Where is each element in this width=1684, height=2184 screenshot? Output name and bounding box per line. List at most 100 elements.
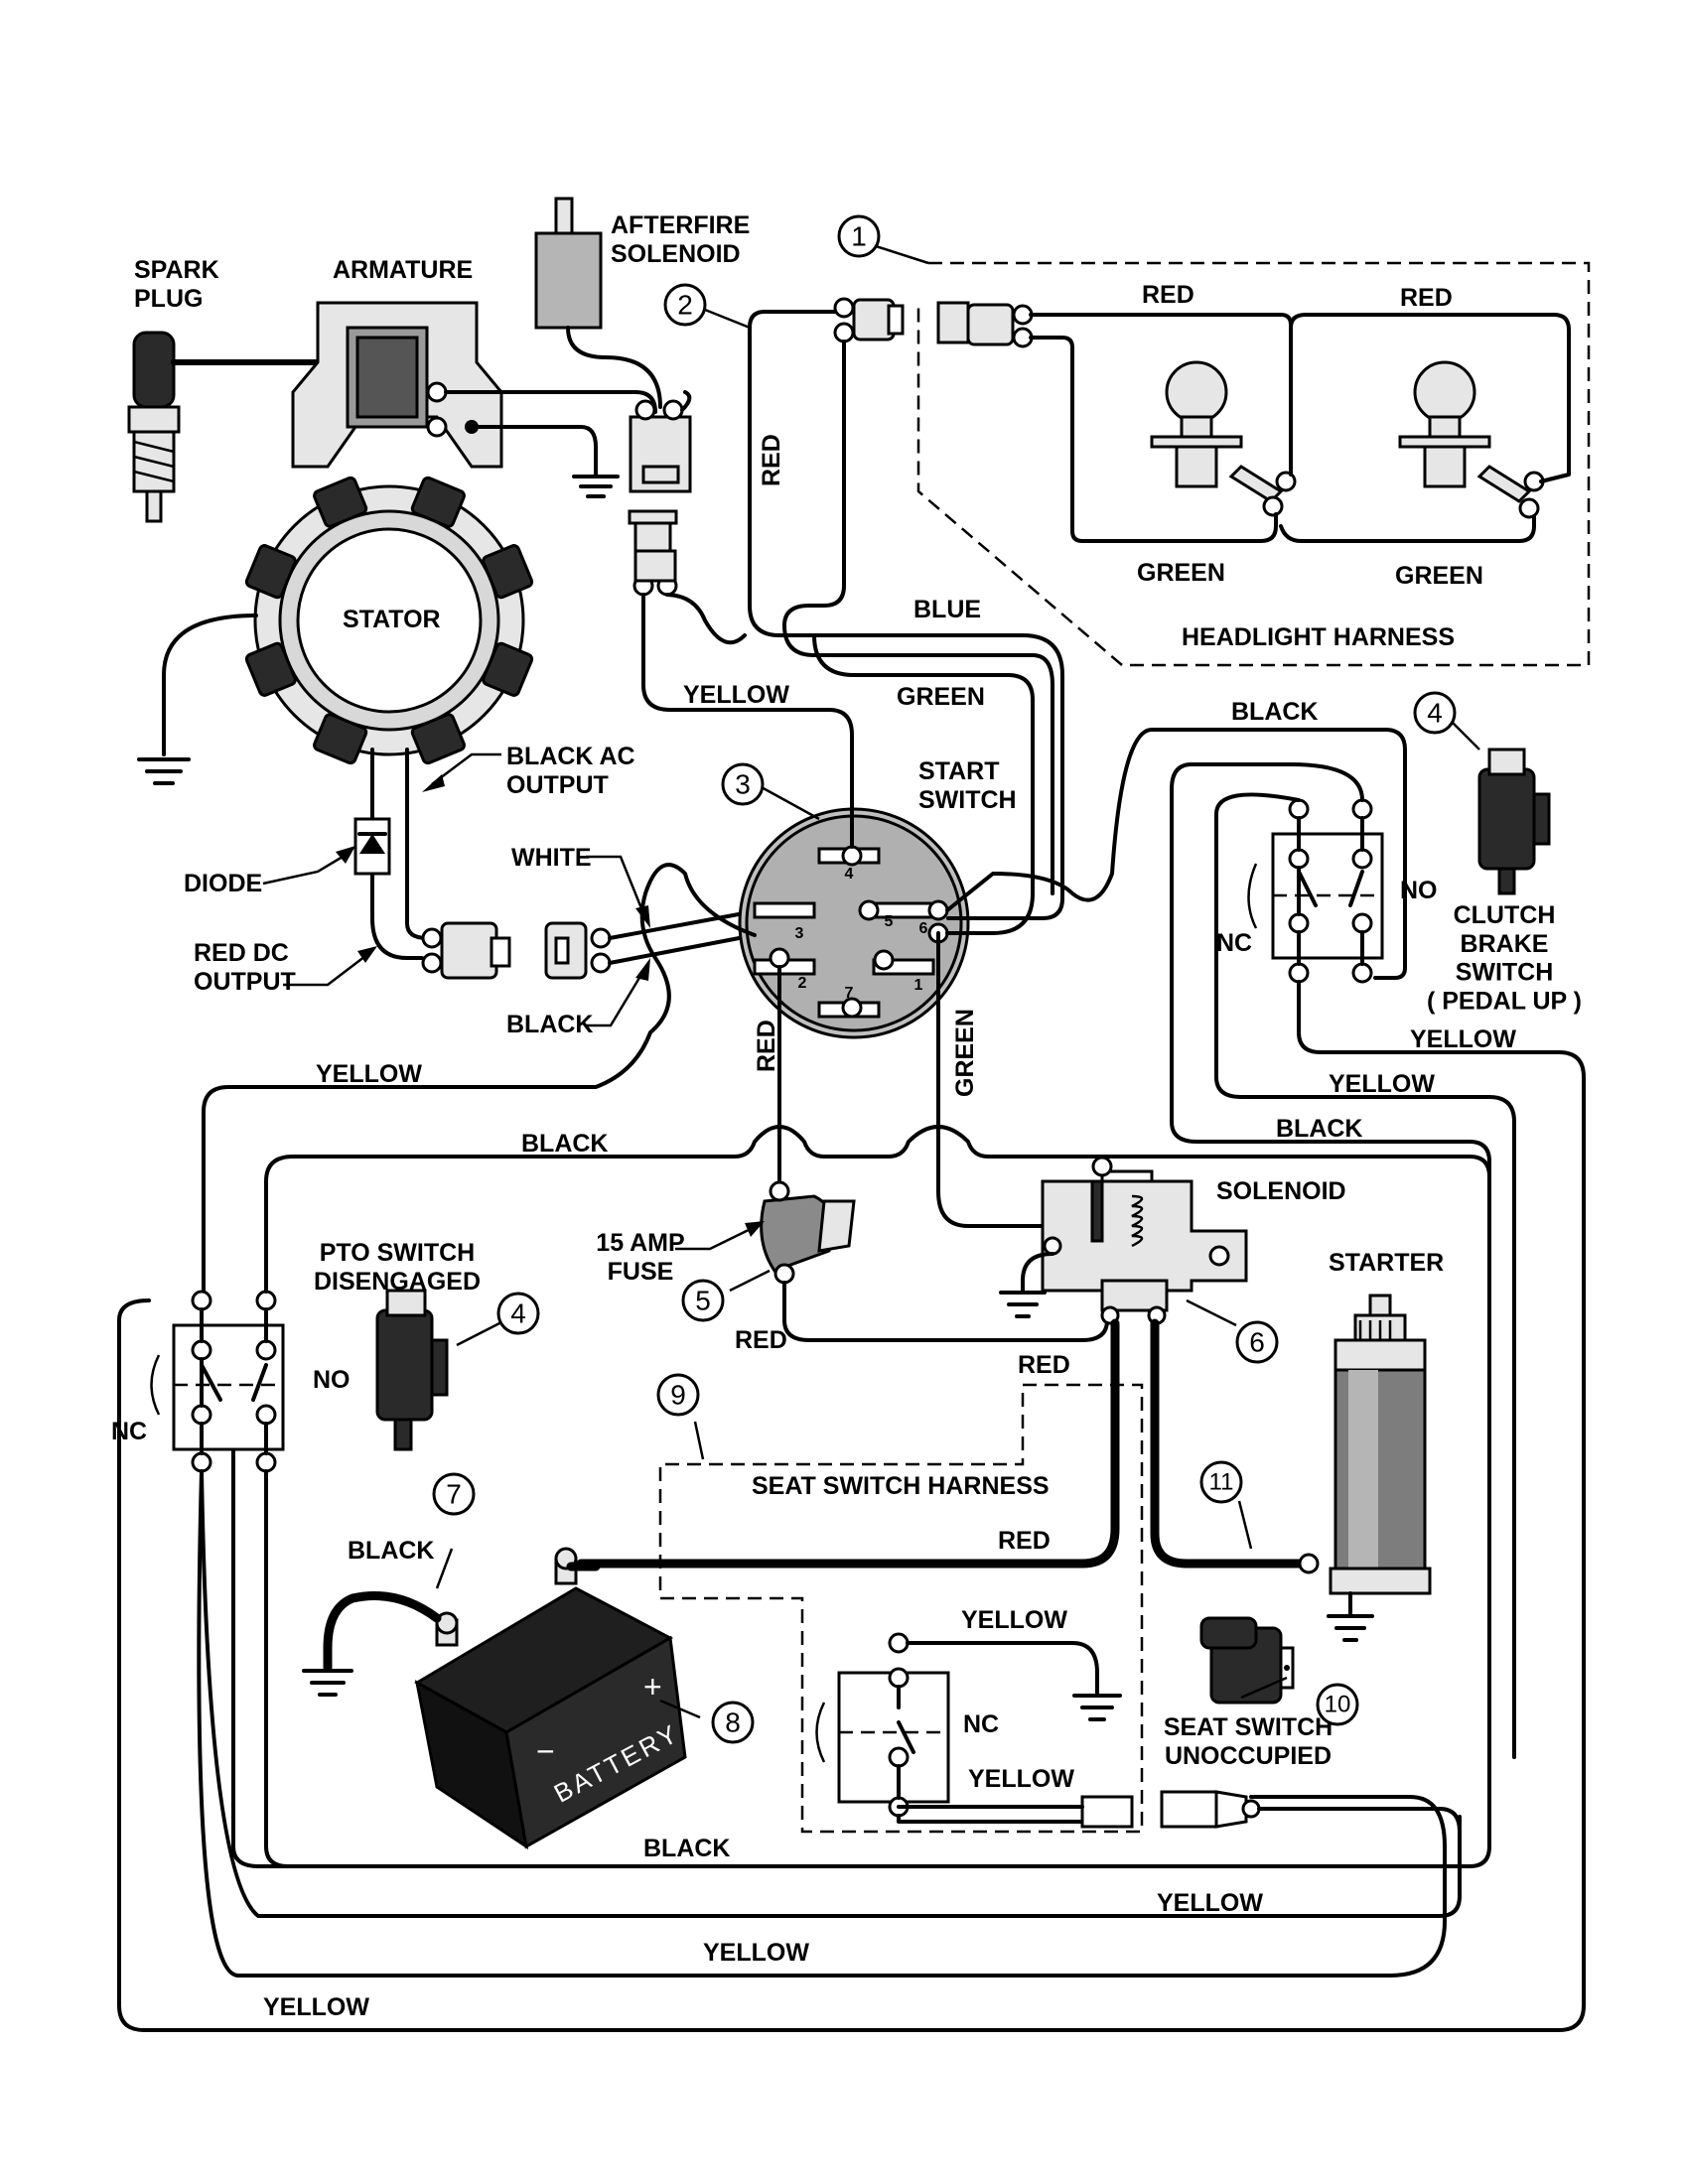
callout-6: 6 <box>1235 1320 1279 1364</box>
starter-solenoid <box>576 1156 1306 1569</box>
seat-switch-part-icon <box>1199 1616 1295 1705</box>
label-line: SOLENOID <box>611 240 741 268</box>
wire-label-green-sol-vert: GREEN <box>951 1009 979 1097</box>
wire-label-yellow-seat-2: YELLOW <box>968 1765 1074 1793</box>
pto-switch[interactable] <box>150 1125 1491 1978</box>
wire-label-green-top-2: GREEN <box>1395 562 1483 590</box>
label-line: CLUTCH <box>1454 901 1556 929</box>
pto-no-label: NO <box>313 1366 351 1394</box>
seat-switch-harness[interactable] <box>658 1383 1144 1834</box>
label-line: START <box>918 757 999 785</box>
upper-wiring <box>202 297 1407 1307</box>
label-line: RED DC <box>194 939 289 967</box>
label-line: SPARK <box>134 256 219 284</box>
wire-label-red-fuse-vert: RED <box>753 1020 780 1072</box>
wire-label-red-sol: RED <box>1018 1351 1070 1379</box>
wire-label-black-mid: BLACK <box>521 1130 609 1158</box>
wire-label-yellow-cb-1: YELLOW <box>1410 1025 1516 1053</box>
wire-label-yellow-left: YELLOW <box>316 1060 422 1088</box>
callout-7: 7 <box>432 1472 476 1516</box>
starter-motor <box>1298 1294 1432 1642</box>
battery: + − BATTERY <box>302 1547 687 1850</box>
stator-pole <box>313 476 368 528</box>
svg-text:4: 4 <box>510 1298 526 1329</box>
starter-label: STARTER <box>1329 1249 1444 1277</box>
wire-label-green-mid: GREEN <box>897 683 985 711</box>
headlight-bulb-2 <box>1398 360 1545 519</box>
label-line: DISENGAGED <box>314 1268 481 1296</box>
wire-label-yellow-seat-1: YELLOW <box>961 1606 1067 1634</box>
svg-text:6: 6 <box>1249 1327 1265 1358</box>
headlight-bulb-1 <box>1150 360 1297 517</box>
stator-pole <box>313 713 368 765</box>
stator-pole <box>244 544 297 600</box>
label-line: AFTERFIRE <box>611 211 750 239</box>
svg-text:1: 1 <box>851 221 867 252</box>
battery-minus-sign: − <box>536 1733 555 1769</box>
wire-label-black-top-right: BLACK <box>1231 698 1319 726</box>
svg-text:9: 9 <box>670 1380 686 1411</box>
stator-output-connector <box>421 921 511 980</box>
armature-label: ARMATURE <box>333 256 473 284</box>
svg-text:7: 7 <box>446 1479 462 1510</box>
battery-plus-sign: + <box>643 1669 662 1705</box>
label-line: ( PEDAL UP ) <box>1427 987 1582 1015</box>
wire-label-red-top-1: RED <box>1142 281 1194 309</box>
stator-label: STATOR <box>343 606 441 633</box>
fuse-15-amp <box>760 1180 1109 1342</box>
start-pin-7: 7 <box>845 985 854 1002</box>
wire-label-yellow-cb-2: YELLOW <box>1329 1070 1435 1098</box>
headlight-harness <box>916 261 1591 667</box>
leader-lines <box>262 244 1480 1719</box>
wire-label-yellow-bottom-2: YELLOW <box>703 1939 809 1967</box>
wire-label-black-right: BLACK <box>1276 1115 1363 1143</box>
battery-ground-icon <box>302 1669 353 1697</box>
stator-pole <box>482 544 534 600</box>
clutch-brake-switch[interactable] <box>117 762 1586 2032</box>
stator-ground-icon <box>137 757 191 785</box>
label-line: OUTPUT <box>194 968 296 996</box>
label-line: FUSE <box>608 1258 674 1286</box>
start-pin-3: 3 <box>795 925 804 942</box>
headlight-harness-label: HEADLIGHT HARNESS <box>1182 623 1455 651</box>
callout-9: 9 <box>656 1373 700 1417</box>
start-pin-2: 2 <box>798 975 807 992</box>
label-line: BRAKE <box>1461 930 1549 958</box>
label-line: SWITCH <box>1456 959 1554 987</box>
callout-2: 2 <box>663 283 707 327</box>
callout-1: 1 <box>837 214 881 258</box>
diode-label: DIODE <box>184 870 262 897</box>
wire-labels: RED RED GREEN GREEN RED BLUE YELLOW GREE… <box>263 281 1516 2021</box>
wire-label-red-batt: RED <box>998 1527 1051 1555</box>
start-pin-4: 4 <box>845 866 854 883</box>
wire-label-yellow-bottom-1: YELLOW <box>1157 1889 1263 1917</box>
seat-harness-ground-icon <box>1072 1694 1122 1721</box>
callout-5: 5 <box>681 1279 725 1322</box>
starter-ground-icon <box>1327 1614 1374 1642</box>
afterfire-solenoid <box>534 197 692 597</box>
label-line: PLUG <box>134 285 203 313</box>
clutch-nc-label: NC <box>1216 929 1252 957</box>
svg-text:11: 11 <box>1209 1469 1234 1496</box>
label-line: UNOCCUPIED <box>1165 1742 1332 1770</box>
start-pin-6: 6 <box>919 920 928 937</box>
armature <box>291 301 657 498</box>
callout-8: 8 <box>711 1701 755 1744</box>
seat-switch-connector <box>1160 1790 1462 1834</box>
callout-4-clutch: 4 <box>1413 691 1457 735</box>
svg-text:4: 4 <box>1427 698 1443 729</box>
start-switch[interactable]: 4 3 5 6 2 1 7 <box>738 807 970 1039</box>
svg-text:10: 10 <box>1325 1692 1351 1718</box>
label-line: SWITCH <box>918 786 1017 814</box>
svg-text:5: 5 <box>695 1286 711 1316</box>
pto-nc-label: NC <box>111 1418 147 1445</box>
